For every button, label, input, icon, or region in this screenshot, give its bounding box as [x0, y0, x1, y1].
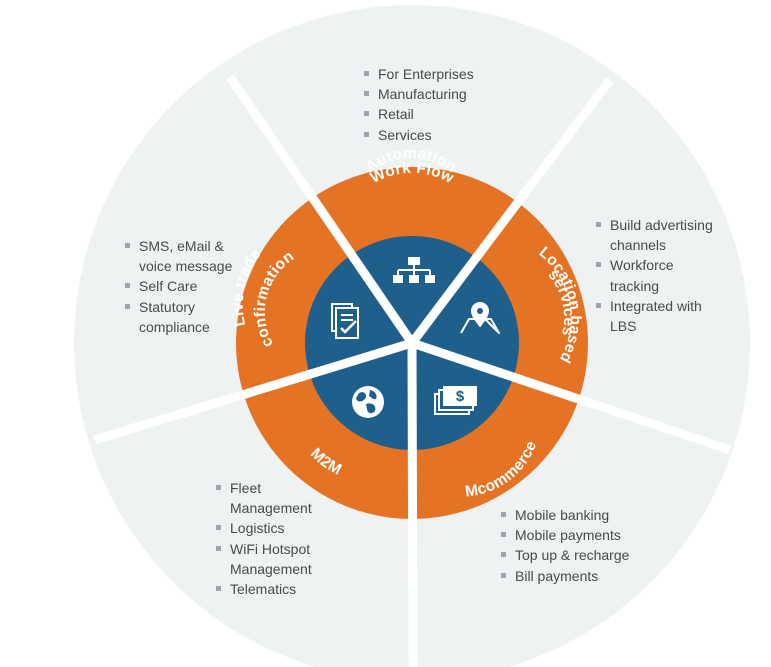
list-item: Bill payments — [500, 566, 660, 586]
divider-line — [93, 338, 414, 445]
divider-line — [407, 342, 418, 667]
divider-line — [410, 338, 732, 455]
list-item: Statutory compliance — [124, 297, 254, 337]
map-pin-icon — [460, 302, 500, 334]
list-item: WiFi Hotspot Management — [215, 539, 333, 579]
location-bullet-list: Build advertising channels Workforce tra… — [595, 215, 717, 336]
list-item: For Enterprises — [363, 64, 523, 84]
list-item: SMS, eMail & voice message — [124, 236, 254, 276]
m2m-bullet-list: Fleet Management Logistics WiFi Hotspot … — [215, 478, 333, 599]
list-item: Services — [363, 125, 523, 145]
list-item: Self Care — [124, 276, 254, 296]
list-item: Manufacturing — [363, 84, 523, 104]
list-item: Telematics — [215, 579, 333, 599]
dollar-sign-glyph: $ — [456, 388, 465, 405]
list-item: Build advertising channels — [595, 215, 717, 255]
livetrade-bullet-list: SMS, eMail & voice message Self Care Sta… — [124, 236, 254, 337]
list-item: Retail — [363, 104, 523, 124]
list-item: Workforce tracking — [595, 255, 717, 295]
money-icon: $ — [434, 386, 477, 415]
list-item: Mobile payments — [500, 525, 660, 545]
list-item: Logistics — [215, 518, 333, 538]
list-item: Fleet Management — [215, 478, 333, 518]
mcommerce-bullet-list: Mobile banking Mobile payments Top up & … — [500, 505, 660, 586]
workflow-bullet-list: For Enterprises Manufacturing Retail Ser… — [363, 64, 523, 145]
globe-icon — [352, 386, 384, 418]
list-item: Top up & recharge — [500, 545, 660, 565]
segment-dividers — [93, 74, 732, 667]
org-chart-icon — [393, 257, 435, 283]
divider-line — [408, 77, 614, 346]
list-item: Mobile banking — [500, 505, 660, 525]
divider-line — [226, 74, 416, 346]
list-item: Integrated with LBS — [595, 296, 717, 336]
document-check-icon — [331, 303, 359, 339]
